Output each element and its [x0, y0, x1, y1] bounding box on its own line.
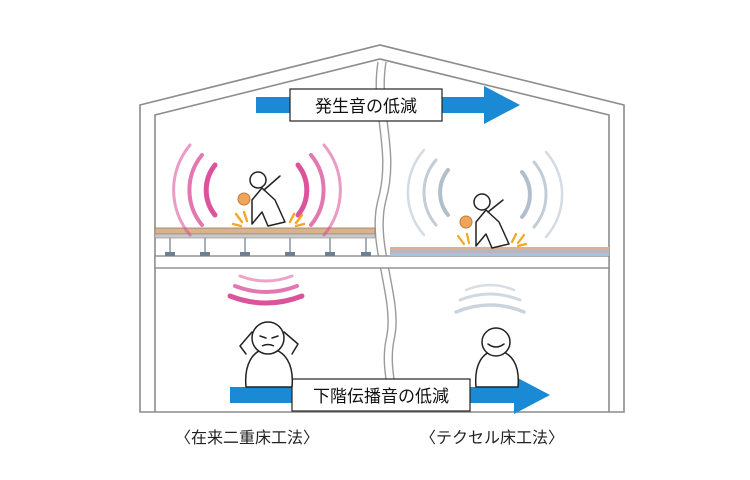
upper-label: 発生音の低減: [315, 97, 417, 117]
right-child-figure: [473, 193, 510, 249]
right-lower-waves: [454, 283, 526, 314]
left-raised-floor: [154, 227, 376, 256]
lower-arrow: 下階伝播音の低減: [230, 376, 550, 414]
right-impact-marks: [456, 232, 528, 248]
left-child-figure: [249, 171, 286, 227]
right-ball: [459, 215, 473, 229]
lower-label: 下階伝播音の低減: [313, 387, 449, 407]
left-annoyed-person: [239, 321, 299, 388]
left-lower-waves: [227, 274, 305, 306]
floor-slab: [154, 255, 610, 269]
right-upper-waves: [406, 148, 564, 239]
left-method-caption: 〈在来二重床工法〉: [175, 428, 320, 447]
left-upper-waves: [172, 143, 342, 237]
center-divider: [374, 61, 398, 413]
left-impact-marks: [231, 210, 306, 228]
upper-arrow: 発生音の低減: [256, 86, 520, 124]
left-ball: [237, 192, 251, 206]
right-floor: [390, 247, 609, 256]
right-calm-person: [474, 327, 520, 388]
house-outline: [139, 44, 625, 413]
right-method-caption: 〈テクセル床工法〉: [420, 428, 565, 447]
